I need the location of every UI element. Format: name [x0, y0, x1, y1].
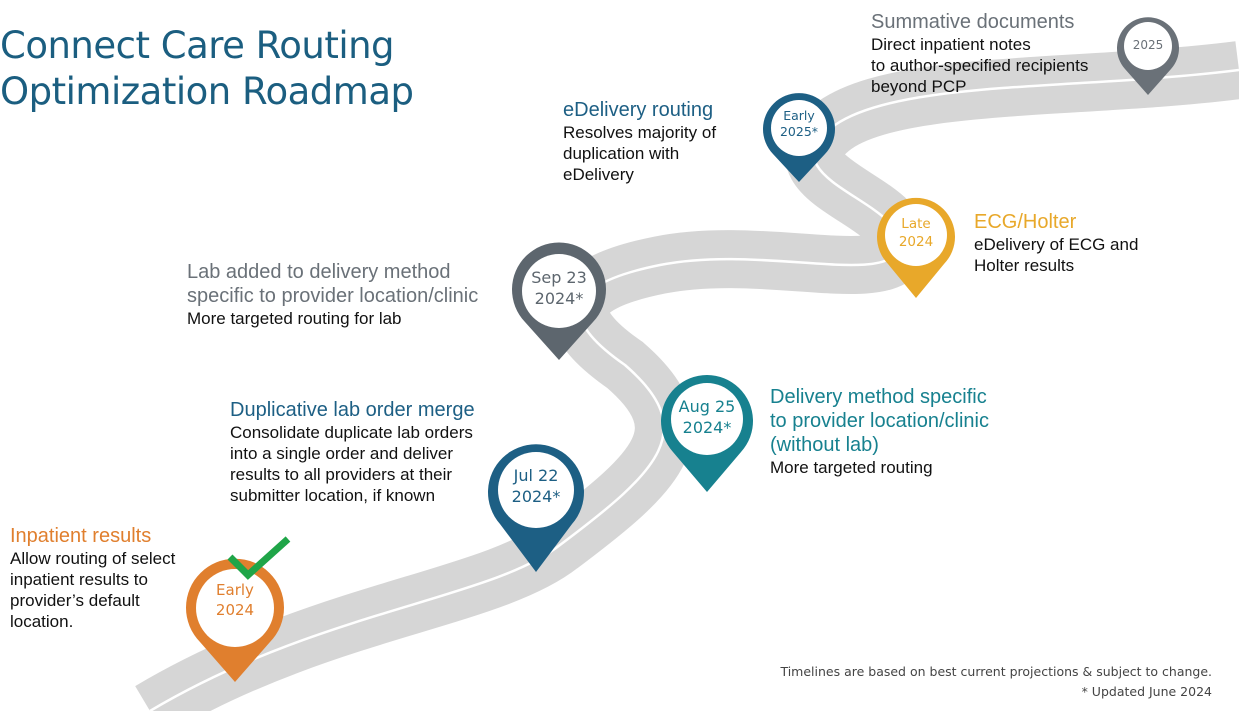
milestone-description: beyond PCP	[871, 77, 967, 96]
milestone-description: inpatient results to	[10, 570, 148, 589]
milestone-description: Allow routing of select	[10, 549, 176, 568]
milestone-heading: (without lab)	[770, 434, 879, 456]
milestone-description: Holter results	[974, 256, 1075, 275]
milestone-ecg-text: ECG/Holter eDelivery of ECG and Holter r…	[974, 210, 1138, 276]
milestone-description: Resolves majority of	[563, 123, 717, 142]
milestone-heading: Duplicative lab order merge	[230, 399, 475, 421]
milestone-description: eDelivery of ECG and	[974, 235, 1139, 254]
milestone-description: results to all providers at their	[230, 465, 453, 484]
milestone-description: to author-specified recipients	[871, 56, 1089, 75]
update-note: * Updated June 2024	[1081, 684, 1212, 699]
checkmark-icon	[226, 535, 292, 581]
milestone-description: duplication with	[563, 144, 680, 163]
milestone-description: More targeted routing for lab	[187, 309, 402, 328]
milestone-description: provider’s default	[10, 591, 140, 610]
page-title-line-1: Connect Care Routing	[0, 24, 395, 67]
page-title-line-2: Optimization Roadmap	[0, 70, 414, 113]
milestone-heading: eDelivery routing	[563, 99, 714, 121]
milestone-heading: to provider location/clinic	[770, 410, 989, 432]
milestone-description: location.	[10, 612, 74, 631]
milestone-description: Direct inpatient notes	[871, 35, 1031, 54]
milestone-description: eDelivery	[563, 165, 634, 184]
milestone-heading: Summative documents	[871, 11, 1075, 33]
disclaimer-line: Timelines are based on best current proj…	[780, 664, 1212, 679]
milestone-edelivery-text: eDelivery routing Resolves majority of d…	[563, 98, 716, 185]
milestone-dup-lab-text: Duplicative lab order merge Consolidate …	[230, 398, 475, 506]
milestone-heading: Inpatient results	[10, 525, 152, 547]
milestone-summative-text: Summative documents Direct inpatient not…	[871, 10, 1088, 97]
milestone-description: into a single order and deliver	[230, 444, 454, 463]
milestone-description: Consolidate duplicate lab orders	[230, 423, 473, 442]
milestone-heading: Lab added to delivery method	[187, 261, 451, 283]
milestone-description: submitter location, if known	[230, 486, 436, 505]
milestone-inpatient-text: Inpatient results Allow routing of selec…	[10, 524, 175, 632]
milestone-lab-added-text: Lab added to delivery method specific to…	[187, 260, 478, 329]
milestone-heading: ECG/Holter	[974, 211, 1077, 233]
timeline-disclaimer: Timelines are based on best current proj…	[780, 662, 1212, 702]
milestone-heading: Delivery method specific	[770, 386, 987, 408]
milestone-heading: specific to provider location/clinic	[187, 285, 479, 307]
map-pin-icon: 2025	[1116, 15, 1180, 97]
milestone-description: More targeted routing	[770, 458, 933, 477]
pin-date-label: 2025	[1132, 38, 1164, 52]
milestone-delivery-method-text: Delivery method specific to provider loc…	[770, 385, 989, 478]
